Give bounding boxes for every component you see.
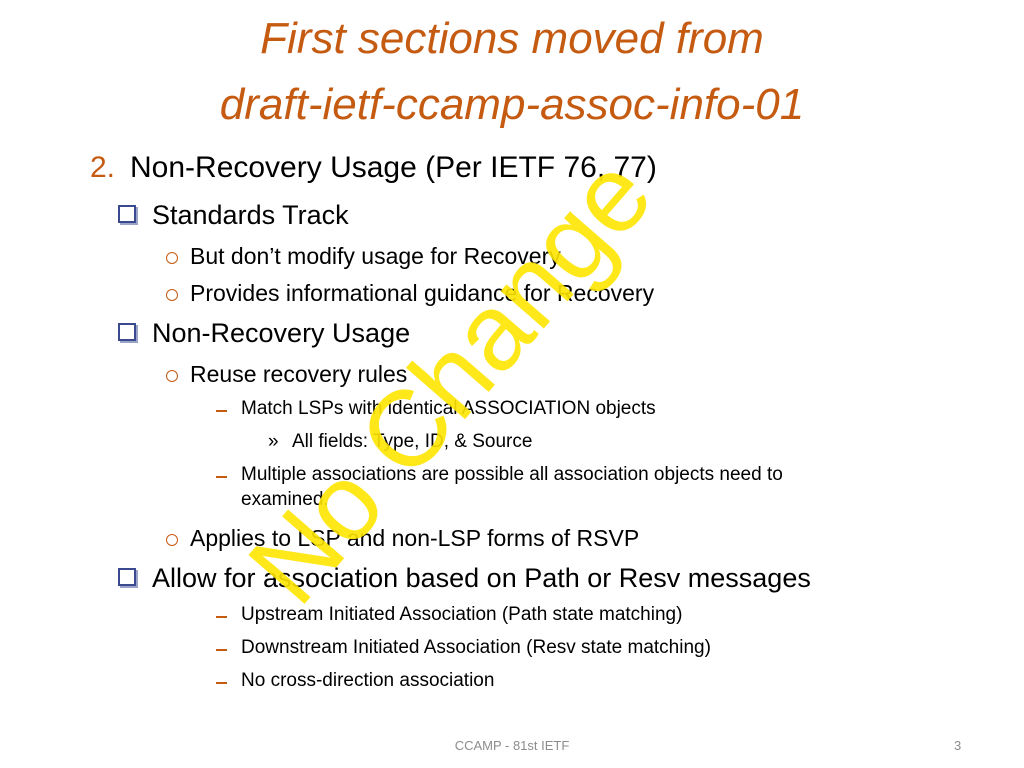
square-box-bullet-icon bbox=[118, 323, 136, 341]
dash-bullet-icon bbox=[216, 649, 227, 651]
section-heading: Non-Recovery Usage (Per IETF 76, 77) bbox=[130, 151, 657, 184]
bullet-match-lsps: Match LSPs with identical ASSOCIATION ob… bbox=[241, 398, 656, 419]
square-box-bullet-icon bbox=[118, 568, 136, 586]
dash-bullet-icon bbox=[216, 476, 227, 478]
bullet-allow-association: Allow for association based on Path or R… bbox=[152, 563, 811, 593]
footer-text: CCAMP - 81st IETF bbox=[454, 738, 570, 753]
page-number: 3 bbox=[954, 738, 962, 753]
bullet-reuse-rules: Reuse recovery rules bbox=[190, 361, 408, 387]
bullet-all-fields: All fields: Type, ID, & Source bbox=[292, 431, 533, 452]
section-number: 2. bbox=[90, 151, 116, 184]
dash-bullet-icon bbox=[216, 616, 227, 618]
bullet-informational: Provides informational guidance for Reco… bbox=[190, 280, 655, 306]
bullet-non-recovery-usage: Non-Recovery Usage bbox=[152, 318, 411, 348]
bullet-upstream: Upstream Initiated Association (Path sta… bbox=[241, 604, 683, 625]
square-box-bullet-icon bbox=[118, 205, 136, 223]
bullet-downstream: Downstream Initiated Association (Resv s… bbox=[241, 637, 711, 658]
bullet-standards-track: Standards Track bbox=[152, 200, 349, 230]
dash-bullet-icon bbox=[216, 682, 227, 684]
double-chevron-bullet-icon: » bbox=[268, 431, 279, 452]
bullet-dont-modify: But don’t modify usage for Recovery bbox=[190, 243, 561, 269]
bullet-applies: Applies to LSP and non-LSP forms of RSVP bbox=[190, 525, 640, 551]
hollow-circle-bullet-icon bbox=[166, 289, 178, 301]
hollow-circle-bullet-icon bbox=[166, 370, 178, 382]
hollow-circle-bullet-icon bbox=[166, 252, 178, 264]
dash-bullet-icon bbox=[216, 410, 227, 412]
bullet-multiple-associations-line-1: Multiple associations are possible all a… bbox=[241, 464, 783, 485]
bullet-no-cross: No cross-direction association bbox=[241, 670, 495, 691]
slide-title-line-1: First sections moved from bbox=[260, 14, 764, 63]
bullet-multiple-associations-line-2: examined. bbox=[241, 489, 329, 510]
slide-title-line-2: draft-ietf-ccamp-assoc-info-01 bbox=[219, 80, 805, 129]
hollow-circle-bullet-icon bbox=[166, 534, 178, 546]
